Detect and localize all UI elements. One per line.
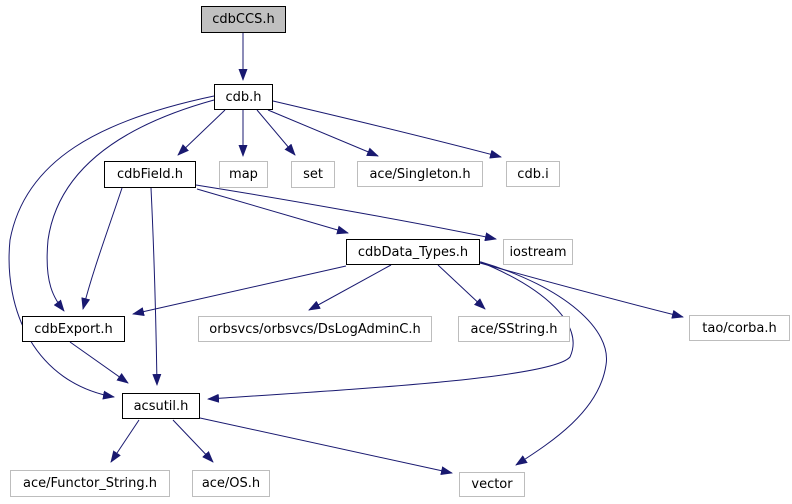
edge-acsutil-vector bbox=[199, 417, 453, 476]
edge-acsutil-aceFunctor bbox=[110, 419, 140, 463]
edge-cdb-cdbExport bbox=[46, 99, 215, 312]
node-cdb-i[interactable]: cdb.i bbox=[506, 161, 560, 187]
edge-cdbDataTypes-cdbExport bbox=[132, 265, 347, 316]
node-ace-functor-string-h[interactable]: ace/Functor_String.h bbox=[10, 470, 170, 497]
edge-cdb-cdbField bbox=[177, 109, 226, 156]
node-cdbData-Types-h[interactable]: cdbData_Types.h bbox=[346, 239, 480, 265]
edge-cdbField-cdbExport bbox=[81, 187, 123, 310]
node-set[interactable]: set bbox=[291, 161, 335, 188]
edge-cdb-aceSingleton bbox=[267, 109, 379, 157]
edge-cdbDataTypes-aceSString bbox=[437, 264, 486, 310]
node-ace-os-h[interactable]: ace/OS.h bbox=[192, 470, 270, 497]
edge-cdb-acsutil bbox=[8, 95, 215, 400]
node-ace-sstring-h[interactable]: ace/SString.h bbox=[458, 316, 570, 342]
edge-cdb-cdbi bbox=[272, 100, 502, 159]
node-tao-corba-h[interactable]: tao/corba.h bbox=[689, 315, 790, 341]
node-iostream[interactable]: iostream bbox=[503, 239, 573, 265]
edge-acsutil-aceOS bbox=[172, 419, 214, 463]
node-acsutil-h[interactable]: acsutil.h bbox=[122, 393, 200, 419]
edge-cdbField-cdbDataTypes bbox=[196, 188, 349, 235]
node-cdbCCS-h: cdbCCS.h bbox=[201, 6, 286, 33]
edge-cdbField-iostream bbox=[195, 184, 497, 242]
edge-cdbDataTypes-acsutil bbox=[207, 260, 574, 403]
node-cdbField-h[interactable]: cdbField.h bbox=[104, 161, 196, 188]
node-cdb-h[interactable]: cdb.h bbox=[214, 84, 273, 110]
edge-cdbField-acsutil bbox=[150, 187, 162, 386]
node-dslogadminc-h[interactable]: orbsvcs/orbsvcs/DsLogAdminC.h bbox=[198, 316, 432, 342]
edge-cdbDataTypes-vector bbox=[480, 261, 607, 466]
node-ace-singleton-h[interactable]: ace/Singleton.h bbox=[357, 161, 483, 187]
node-cdbExport-h[interactable]: cdbExport.h bbox=[22, 316, 125, 342]
edge-cdbDataTypes-dsLogAdmin bbox=[308, 264, 392, 311]
edge-cdbDataTypes-taoCorba bbox=[479, 262, 684, 319]
edge-cdbExport-acsutil bbox=[69, 341, 129, 384]
node-vector[interactable]: vector bbox=[459, 472, 525, 497]
node-map[interactable]: map bbox=[219, 161, 268, 188]
edge-cdb-set bbox=[256, 109, 296, 156]
